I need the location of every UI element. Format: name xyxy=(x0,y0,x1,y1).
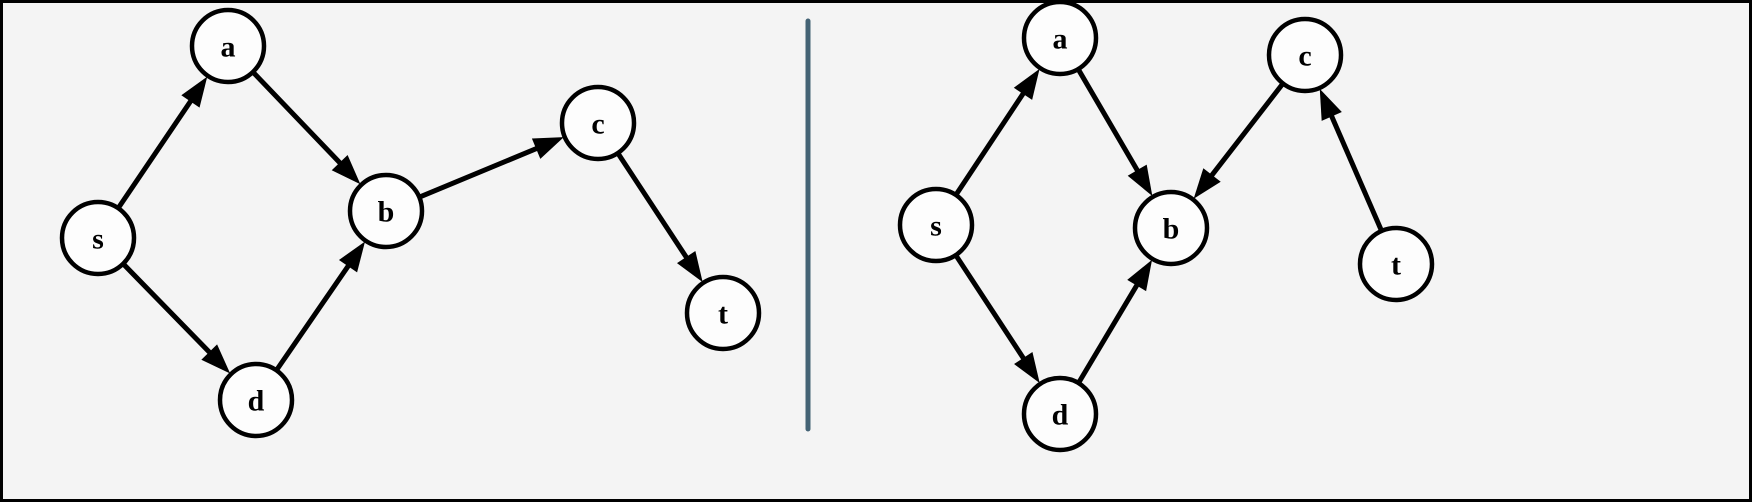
node-circle-d xyxy=(217,361,295,439)
node-circle-s xyxy=(59,199,137,277)
graph-svg: s a b c d t s a b c d t xyxy=(59,3,1435,453)
node-circle-a xyxy=(189,7,267,85)
node-left-graph-c[interactable]: c xyxy=(559,84,637,162)
arrowhead-left-graph-c-to-t xyxy=(676,250,703,283)
node-circle-d xyxy=(1021,375,1099,453)
edges-layer xyxy=(116,68,1384,384)
edge-right-graph-d-to-b xyxy=(1076,277,1143,384)
edge-left-graph-s-to-d xyxy=(122,262,217,360)
node-label-a: a xyxy=(1053,23,1068,56)
node-circle-t xyxy=(684,274,762,352)
edge-left-graph-d-to-b xyxy=(274,258,355,371)
edge-left-graph-c-to-t xyxy=(616,152,693,265)
arrowhead-left-graph-s-to-a xyxy=(181,76,208,108)
node-right-graph-c[interactable]: c xyxy=(1266,16,1344,94)
node-label-c: c xyxy=(1298,40,1311,73)
arrowhead-left-graph-b-to-c xyxy=(531,137,564,159)
node-circle-s xyxy=(897,186,975,264)
node-circle-t xyxy=(1357,225,1435,303)
node-left-graph-a[interactable]: a xyxy=(189,7,267,85)
edge-right-graph-s-to-d xyxy=(954,254,1030,366)
arrowhead-right-graph-d-to-b xyxy=(1127,259,1153,292)
node-circle-a xyxy=(1021,3,1099,77)
node-left-graph-d[interactable]: d xyxy=(217,361,295,439)
node-label-s: s xyxy=(930,210,942,243)
arrowhead-right-graph-a-to-b xyxy=(1127,164,1153,197)
node-right-graph-a[interactable]: a xyxy=(1021,3,1099,77)
node-label-b: b xyxy=(1163,213,1180,246)
node-right-graph-t[interactable]: t xyxy=(1357,225,1435,303)
node-circle-b xyxy=(347,172,425,250)
node-label-b: b xyxy=(378,196,395,229)
node-label-s: s xyxy=(92,223,104,256)
node-circle-c xyxy=(1266,16,1344,94)
node-right-graph-s[interactable]: s xyxy=(897,186,975,264)
node-label-d: d xyxy=(1052,399,1069,432)
node-label-a: a xyxy=(221,31,236,64)
node-label-c: c xyxy=(591,108,604,141)
arrowhead-left-graph-a-to-b xyxy=(331,155,361,185)
node-right-graph-d[interactable]: d xyxy=(1021,375,1099,453)
node-right-graph-b[interactable]: b xyxy=(1132,189,1210,267)
edge-left-graph-s-to-a xyxy=(116,93,197,209)
node-label-t: t xyxy=(1391,249,1401,282)
arrowhead-right-graph-c-to-b xyxy=(1193,168,1221,199)
arrowhead-left-graph-s-to-d xyxy=(201,344,231,374)
edge-right-graph-a-to-b xyxy=(1076,68,1144,178)
node-left-graph-s[interactable]: s xyxy=(59,199,137,277)
edge-right-graph-c-to-b xyxy=(1205,82,1285,183)
arrowhead-right-graph-t-to-c xyxy=(1319,88,1342,121)
arrowhead-left-graph-d-to-b xyxy=(338,241,366,273)
nodes-layer: s a b c d t s a b c d t xyxy=(59,3,1435,453)
node-left-graph-b[interactable]: b xyxy=(347,172,425,250)
edge-left-graph-a-to-b xyxy=(251,70,347,170)
node-circle-c xyxy=(559,84,637,162)
arrowhead-right-graph-s-to-a xyxy=(1013,68,1040,100)
node-label-d: d xyxy=(248,385,265,418)
node-label-t: t xyxy=(718,298,728,331)
edge-left-graph-b-to-c xyxy=(419,143,545,200)
node-left-graph-t[interactable]: t xyxy=(684,274,762,352)
node-circle-b xyxy=(1132,189,1210,267)
arrowhead-right-graph-s-to-d xyxy=(1014,351,1040,384)
edge-right-graph-s-to-a xyxy=(954,86,1030,196)
edge-right-graph-t-to-c xyxy=(1326,108,1384,232)
